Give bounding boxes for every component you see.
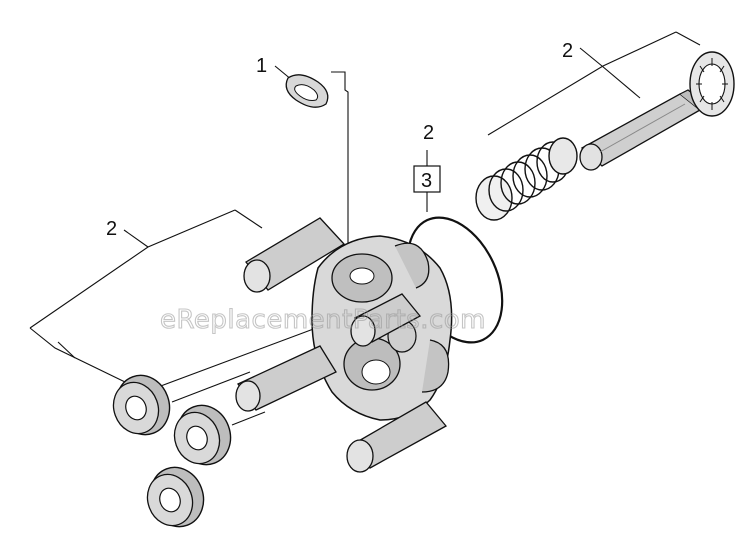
seal-insert-part (285, 74, 329, 108)
callout-3: 3 (421, 170, 432, 192)
callout-2-top-right: 2 (562, 40, 573, 62)
callout-1: 1 (256, 55, 267, 77)
seal-ring-3-part (146, 466, 205, 528)
callout-2-left: 2 (106, 218, 117, 240)
watermark-text: eReplacementParts.com (160, 305, 486, 335)
valve-plug-part (579, 89, 707, 171)
leader-lines (29, 31, 701, 426)
spring-part (475, 137, 578, 221)
seal-ring-2-part (173, 404, 232, 466)
housing-outlet-tubes (235, 217, 448, 473)
callout-2-center: 2 (423, 122, 434, 144)
retaining-cap-part (689, 51, 735, 117)
callout-3-box: 3 (413, 165, 441, 193)
seal-ring-1-part (112, 374, 171, 436)
